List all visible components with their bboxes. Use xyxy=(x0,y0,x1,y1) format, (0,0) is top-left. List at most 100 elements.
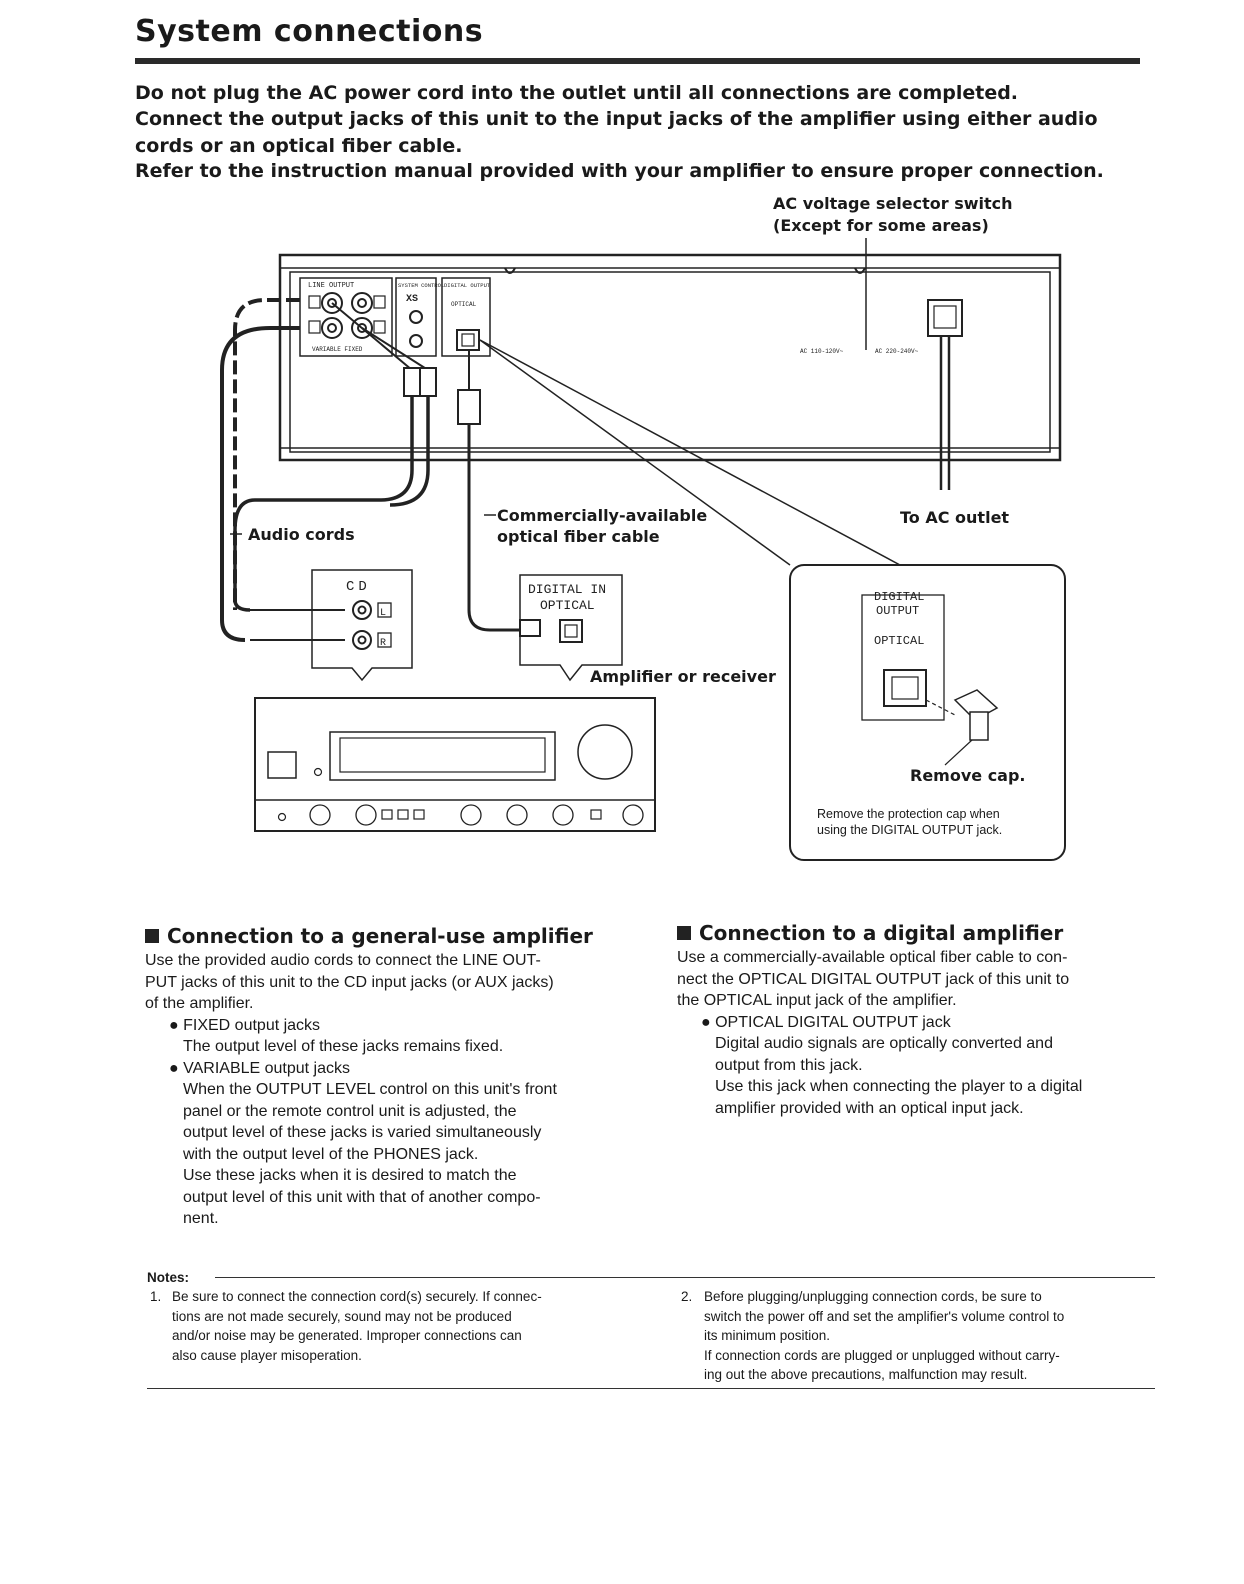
system-control-box xyxy=(395,277,437,357)
rca-jack-fixed-r xyxy=(351,317,373,339)
page-title: System connections xyxy=(135,14,484,49)
digital-section-body: Use a commercially-available optical fib… xyxy=(677,947,1157,1119)
panel-variable-fixed-label: VARIABLE FIXED xyxy=(312,346,363,353)
note2-line-5: ing out the above precautions, malfuncti… xyxy=(704,1367,1028,1382)
optical-bullet-text: OPTICAL DIGITAL OUTPUT jack xyxy=(715,1013,951,1031)
notes-rule xyxy=(215,1277,1155,1278)
panel-xs-label: XS xyxy=(406,294,418,305)
audio-cord-bundle xyxy=(233,370,414,612)
digital-in-optical-label: OPTICAL xyxy=(540,598,595,613)
note2-line-3: its minimum position. xyxy=(704,1328,831,1343)
inset-digital-label: DIGITAL xyxy=(874,590,924,604)
general-body-line-3: of the amplifier. xyxy=(145,995,254,1012)
amplifier-power-button xyxy=(267,751,297,779)
cd-r-label: R xyxy=(380,638,386,649)
optical-bullet: ● OPTICAL DIGITAL OUTPUT jack xyxy=(677,1012,1157,1034)
digital-body-line-3: the OPTICAL input jack of the amplifier. xyxy=(677,992,957,1009)
digital-body-line-1: Use a commercially-available optical fib… xyxy=(677,949,1068,966)
digital-in-label: DIGITAL IN xyxy=(528,582,606,597)
note2-line-4: If connection cords are plugged or unplu… xyxy=(704,1347,1060,1363)
digital-section-heading: Connection to a digital amplifier xyxy=(677,921,1063,945)
r-marker xyxy=(308,320,321,334)
rear-panel-inner xyxy=(289,271,1051,453)
amplifier-label: Amplifier or receiver xyxy=(590,667,776,686)
cd-jack-r xyxy=(352,630,372,650)
rca-jack-fixed-l xyxy=(351,292,373,314)
note1-line-2: tions are not made securely, sound may n… xyxy=(172,1308,512,1324)
fixed-text: The output level of these jacks remains … xyxy=(183,1038,504,1055)
note1-number: 1. xyxy=(150,1289,162,1304)
general-section-heading: Connection to a general-use amplifier xyxy=(145,924,593,948)
variable-text-7: nent. xyxy=(183,1210,219,1227)
rca-plug-2 xyxy=(419,367,437,397)
notes-label: Notes: xyxy=(147,1270,190,1285)
note1-line-1: Be sure to connect the connection cord(s… xyxy=(172,1289,542,1304)
note1-line-4: also cause player misoperation. xyxy=(172,1347,362,1363)
connection-diagram: LINE OUTPUT SYSTEM CONTROL XS DIGITAL OU… xyxy=(220,238,1066,861)
optical-jack-amplifier xyxy=(559,619,583,643)
line-output-box xyxy=(299,277,393,357)
ac-selector-label-line1: AC voltage selector switch xyxy=(773,194,1013,213)
intro-line-3: cords or an optical fiber cable. xyxy=(135,135,463,157)
notes-bottom-rule xyxy=(147,1388,1155,1389)
cd-label: CD xyxy=(346,579,371,595)
inset-pointer-2 xyxy=(479,339,901,566)
panel-optical-label: OPTICAL xyxy=(451,301,477,308)
optical-jack-inset xyxy=(883,669,927,707)
remove-cap-label: Remove cap. xyxy=(910,766,1026,785)
optical-cable-label-line2: optical fiber cable xyxy=(497,527,660,546)
title-rule xyxy=(135,58,1140,64)
rear-panel xyxy=(278,253,1062,462)
panel-digital-output-label: DIGITAL OUTPUT xyxy=(444,282,491,289)
to-ac-outlet-label: To AC outlet xyxy=(900,508,1010,527)
cd-jack-l xyxy=(352,600,372,620)
bullet-dot-icon: ● xyxy=(169,1059,184,1077)
amplifier-volume-knob xyxy=(577,724,633,780)
digital-in-box xyxy=(519,574,623,682)
general-section-body: Use the provided audio cords to connect … xyxy=(145,950,625,1230)
fixed-bullet: ● FIXED output jacks xyxy=(145,1015,625,1037)
rca-jack-variable-r xyxy=(321,317,343,339)
rca-jack-variable-l xyxy=(321,292,343,314)
system-control-jack-1 xyxy=(409,310,423,324)
variable-text-6: output level of this unit with that of a… xyxy=(183,1188,541,1206)
variable-text-4: with the output level of the PHONES jack… xyxy=(183,1145,479,1163)
note2-number: 2. xyxy=(681,1289,693,1304)
panel-system-control-label: SYSTEM CONTROL xyxy=(398,282,444,289)
audio-cords-label: Audio cords xyxy=(248,525,355,544)
optical-jack-panel xyxy=(456,329,480,351)
bullet-dot-icon: ● xyxy=(701,1013,716,1031)
optical-text-4: amplifier provided with an optical input… xyxy=(715,1099,1024,1117)
audio-cord-lower xyxy=(220,326,300,642)
note2: Before plugging/unplugging connection co… xyxy=(704,1287,1164,1385)
remove-cap-note-line1: Remove the protection cap when xyxy=(817,807,1000,821)
square-bullet-icon xyxy=(677,926,691,940)
ac-selector-label-line2: (Except for some areas) xyxy=(773,216,989,235)
cd-l-label: L xyxy=(380,608,386,619)
remove-cap-note-line2: using the DIGITAL OUTPUT jack. xyxy=(817,823,1003,837)
optical-text-1: Digital audio signals are optically conv… xyxy=(715,1035,1053,1052)
note1: Be sure to connect the connection cord(s… xyxy=(172,1287,632,1365)
panel-voltage-left: AC 110-120V~ xyxy=(800,348,844,355)
general-section-title: Connection to a general-use amplifier xyxy=(167,924,593,948)
ac-socket xyxy=(927,299,963,337)
variable-text-1: When the OUTPUT LEVEL control on this un… xyxy=(183,1081,557,1098)
variable-text-5: Use these jacks when it is desired to ma… xyxy=(183,1167,517,1184)
panel-notch-left xyxy=(504,267,516,274)
fixed-bullet-text: FIXED output jacks xyxy=(183,1016,321,1034)
general-body-line-2: PUT jacks of this unit to the CD input j… xyxy=(145,973,554,991)
system-control-jack-2 xyxy=(409,334,423,348)
optical-plug xyxy=(457,389,481,425)
l-marker xyxy=(308,295,321,309)
inset-pointer-1 xyxy=(479,339,791,566)
audio-cord-upper xyxy=(233,298,300,610)
optical-text-3: Use this jack when connecting the player… xyxy=(715,1078,1083,1095)
amplifier-front xyxy=(254,697,656,832)
panel-line-output-label: LINE OUTPUT xyxy=(308,282,354,290)
intro-line-1: Do not plug the AC power cord into the o… xyxy=(135,82,1019,104)
intro-line-2: Connect the output jacks of this unit to… xyxy=(135,108,1098,130)
digital-output-inset xyxy=(789,564,1066,861)
cd-box xyxy=(311,569,413,682)
note1-line-3: and/or noise may be generated. Improper … xyxy=(172,1328,522,1343)
variable-text-2: panel or the remote control unit is adju… xyxy=(183,1102,517,1120)
